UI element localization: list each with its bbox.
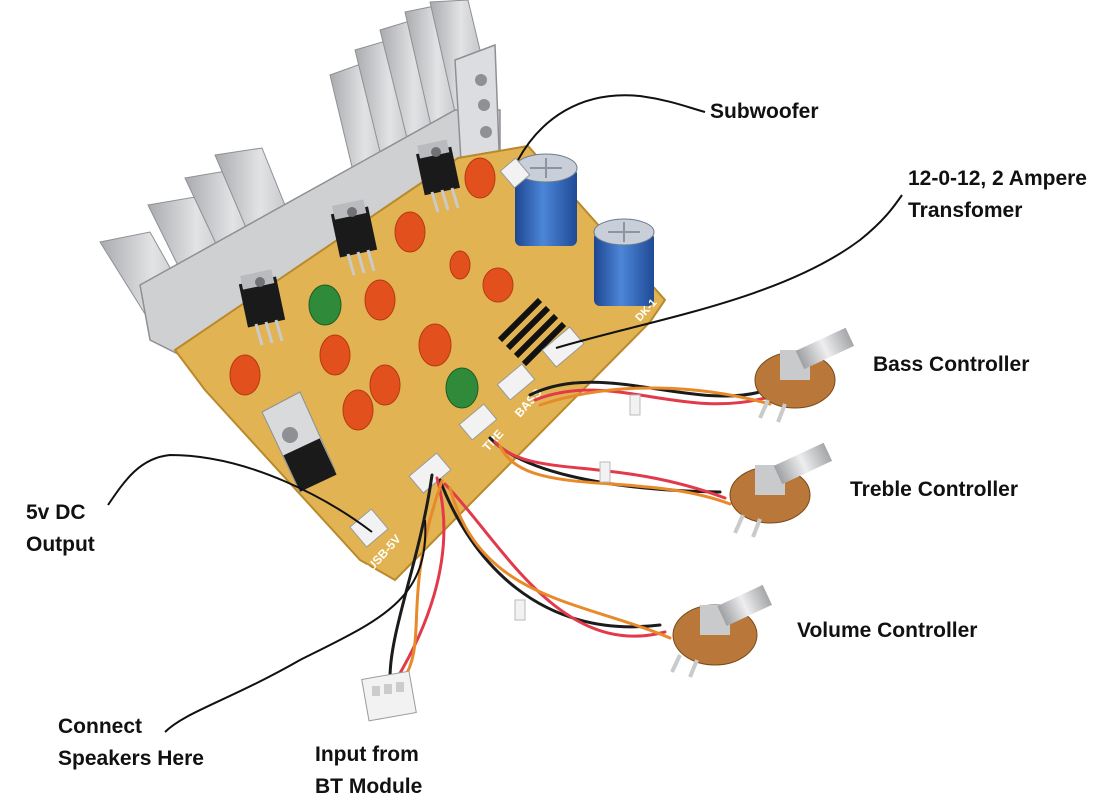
callout-dc-output xyxy=(107,453,373,533)
label-speakers-line2: Speakers Here xyxy=(58,747,204,770)
label-transformer-line1: 12-0-12, 2 Ampere xyxy=(908,167,1087,190)
wire-harness xyxy=(388,380,772,684)
label-subwoofer-text: Subwoofer xyxy=(710,100,819,123)
rectifier-diodes xyxy=(497,297,567,367)
board-connectors xyxy=(349,157,585,548)
label-dc-line1: 5v DC xyxy=(26,501,86,524)
label-subwoofer: Subwoofer xyxy=(710,96,819,128)
label-dc-output: 5v DC Output xyxy=(26,497,95,561)
label-speakers-line1: Connect xyxy=(58,715,142,738)
input-plug xyxy=(361,670,417,722)
callout-transformer xyxy=(555,194,903,349)
treble-potentiometer xyxy=(729,442,833,538)
heatsink xyxy=(99,0,501,361)
label-input-bt: Input from BT Module xyxy=(315,739,422,803)
label-volume-text: Volume Controller xyxy=(797,619,978,642)
callout-speakers xyxy=(164,519,427,733)
label-volume-controller: Volume Controller xyxy=(797,615,977,647)
callout-subwoofer xyxy=(517,94,706,161)
label-connect-speakers: Connect Speakers Here xyxy=(58,711,204,775)
bass-potentiometer xyxy=(754,327,855,423)
film-capacitors xyxy=(229,157,514,431)
label-treble-text: Treble Controller xyxy=(850,478,1019,501)
label-bass-controller: Bass Controller xyxy=(873,349,1029,381)
label-bass-text: Bass Controller xyxy=(873,353,1030,376)
green-capacitors xyxy=(308,284,479,409)
power-transistors xyxy=(238,139,460,493)
label-transformer-line2: Transfomer xyxy=(908,199,1023,222)
callout-lines xyxy=(107,94,903,733)
label-input-line1: Input from xyxy=(315,743,419,766)
volume-potentiometer xyxy=(670,584,772,678)
filter-capacitors xyxy=(514,153,655,306)
label-transformer: 12-0-12, 2 Ampere Transfomer xyxy=(908,163,1087,227)
label-dc-line2: Output xyxy=(26,533,95,556)
label-input-line2: BT Module xyxy=(315,775,423,798)
label-treble-controller: Treble Controller xyxy=(850,474,1018,506)
